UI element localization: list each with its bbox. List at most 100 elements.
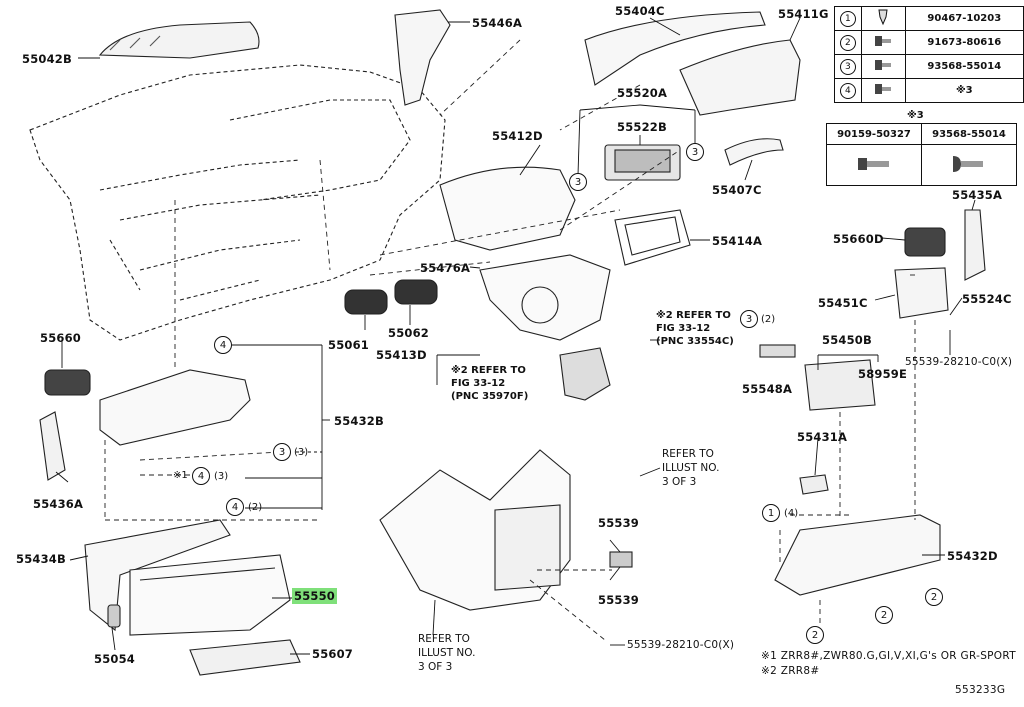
dashed-assembly-lines [104, 39, 916, 641]
part-label-55660[interactable]: 55660 [40, 331, 82, 345]
screw-icon [953, 155, 983, 172]
fastener-row[interactable]: 1 90467-10203 [834, 6, 1024, 31]
part-label-55539-28210-top[interactable]: 55539-28210-C0(X) [905, 356, 1013, 368]
figure-id: 553233G [955, 684, 1006, 696]
part-label-55539-28210-bottom[interactable]: 55539-28210-C0(X) [627, 639, 735, 651]
fastener-row[interactable]: 2 91673-80616 [834, 30, 1024, 55]
note-3-table: 90159-50327 93568-55014 [826, 123, 1017, 186]
fastener-number: 2 [839, 34, 856, 51]
part-label-55042b[interactable]: 55042B [22, 52, 72, 66]
part-label-55062[interactable]: 55062 [388, 326, 430, 340]
defroster-grille [98, 21, 260, 59]
bracket [759, 344, 796, 358]
part-label-55548a[interactable]: 55548A [742, 382, 793, 396]
callout-2-b: 2 [925, 588, 943, 606]
fastener-row[interactable]: 4※3 [834, 78, 1024, 103]
qty-2-low: (2) [248, 502, 263, 513]
side-strip [39, 411, 66, 481]
fastener-number: 4 [839, 82, 856, 99]
part-label-55054[interactable]: 55054 [94, 652, 136, 666]
part-label-55539-b[interactable]: 55539 [598, 593, 640, 607]
part-label-58959e[interactable]: 58959E [858, 367, 908, 381]
bolt-icon [858, 157, 889, 170]
storage-box [804, 359, 876, 411]
side-panel-right [964, 209, 986, 281]
note-star-1: ※1 [173, 470, 188, 481]
note-3-header: ※3 [907, 110, 924, 121]
refer-note-33554c: ※2 REFER TO FIG 33-12 (PNC 33554C) [656, 310, 734, 347]
callout-3-55548a: 3 [740, 310, 758, 328]
part-label-55061[interactable]: 55061 [328, 338, 370, 352]
cluster-panel [679, 39, 801, 116]
glove-box [129, 554, 291, 636]
switch-panel [894, 267, 949, 319]
footnote-1: ※1 ZRR8#,ZWR80.G,GI,V,XI,G's OR GR-SPORT [761, 650, 1016, 662]
pocket [799, 474, 829, 495]
duct [394, 9, 451, 106]
part-label-55520a[interactable]: 55520A [617, 86, 668, 100]
fastener-part-number: 93568-55014 [904, 54, 1024, 79]
fastener-row[interactable]: 3 93568-55014 [834, 54, 1024, 79]
bolt-icon-cell [826, 144, 922, 186]
part-label-55550[interactable]: 55550 [292, 588, 338, 604]
callout-3-right: 3 [686, 143, 704, 161]
fastener-number: 3 [839, 58, 856, 75]
refer-illust-note-b: REFER TO ILLUST NO. 3 OF 3 [418, 633, 476, 673]
part-label-55435a[interactable]: 55435A [952, 188, 1003, 202]
lower-trim-left [84, 519, 231, 632]
fastener-part-number: 90467-10203 [904, 6, 1024, 31]
leader-lines [55, 17, 976, 655]
lower-panel-right [774, 514, 941, 596]
clip-icon [878, 9, 888, 26]
qty-3-mid2: (3) [214, 471, 229, 482]
part-label-55411g[interactable]: 55411G [778, 7, 829, 21]
callout-3-mid: 3 [273, 443, 291, 461]
fastener-number: 1 [839, 10, 856, 27]
qty-4-bottom: (4) [784, 508, 799, 519]
center-trim [479, 254, 611, 341]
part-label-55404c[interactable]: 55404C [615, 4, 665, 18]
fastener-icon-cell [860, 54, 906, 79]
callout-4-low: 4 [226, 498, 244, 516]
part-label-55607[interactable]: 55607 [312, 647, 354, 661]
note-3-part-a[interactable]: 90159-50327 [826, 123, 922, 145]
part-label-55434b[interactable]: 55434B [16, 552, 66, 566]
part-label-55660d[interactable]: 55660D [833, 232, 884, 246]
part-label-55450b[interactable]: 55450B [822, 333, 872, 347]
part-label-55451c[interactable]: 55451C [818, 296, 868, 310]
callout-2-c: 2 [806, 626, 824, 644]
highlighted-part: 55550 [292, 588, 338, 604]
part-label-55436a[interactable]: 55436A [33, 497, 84, 511]
screw-icon-cell [921, 144, 1017, 186]
refer-illust-note-a: REFER TO ILLUST NO. 3 OF 3 [662, 448, 720, 488]
switch [609, 551, 633, 568]
part-label-55412d[interactable]: 55412D [492, 129, 543, 143]
screw-icon [875, 60, 892, 70]
part-label-55432b[interactable]: 55432B [334, 414, 384, 428]
fastener-icon-cell [860, 78, 906, 103]
vent-right-side [904, 227, 946, 257]
part-label-55476a[interactable]: 55476A [420, 261, 471, 275]
part-label-55414a[interactable]: 55414A [712, 234, 763, 248]
part-label-55522b[interactable]: 55522B [617, 120, 667, 134]
center-panel [439, 166, 576, 251]
fastener-part-number: 91673-80616 [904, 30, 1024, 55]
callout-2-a: 2 [875, 606, 893, 624]
part-label-55432d[interactable]: 55432D [947, 549, 998, 563]
callout-3-left: 3 [569, 173, 587, 191]
callout-1-bottom: 1 [762, 504, 780, 522]
lower-trim [724, 138, 784, 166]
note-3-part-b[interactable]: 93568-55014 [921, 123, 1017, 145]
part-label-55413d[interactable]: 55413D [376, 348, 427, 362]
part-label-55524c[interactable]: 55524C [962, 292, 1012, 306]
part-label-55431a[interactable]: 55431A [797, 430, 848, 444]
part-label-55407c[interactable]: 55407C [712, 183, 762, 197]
screw-icon [875, 84, 892, 94]
part-label-55539-a[interactable]: 55539 [598, 516, 640, 530]
refer-note-35970f: ※2 REFER TO FIG 33-12 (PNC 35970F) [451, 365, 529, 402]
part-label-55446a[interactable]: 55446A [472, 16, 523, 30]
tray [189, 639, 301, 676]
cluster-hood [584, 11, 766, 86]
